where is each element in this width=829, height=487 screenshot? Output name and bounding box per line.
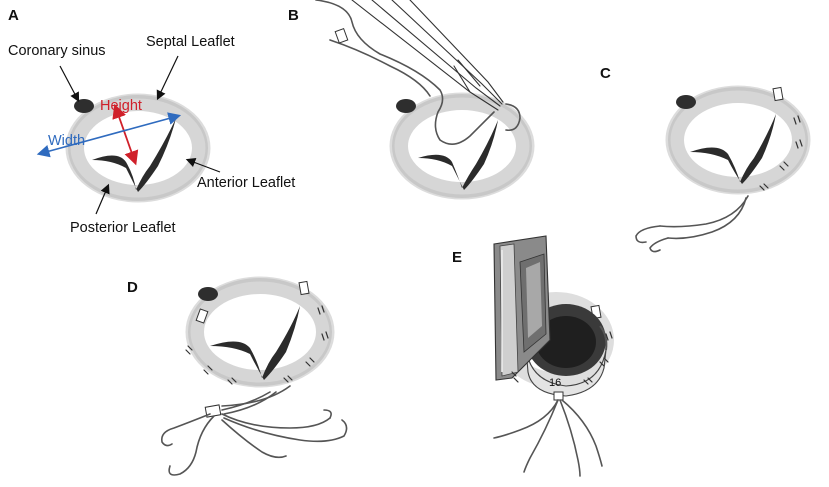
panel-d: D: [127, 276, 348, 476]
label-coronary-sinus: Coronary sinus: [8, 43, 106, 59]
valve-annulus-d: [185, 276, 335, 388]
label-height: Height: [100, 98, 142, 114]
sutures-e: [493, 331, 613, 477]
panel-label-a: A: [8, 7, 19, 24]
panel-label-e: E: [452, 249, 462, 266]
panel-c: C: [600, 65, 811, 253]
ring-size-label: 16: [549, 377, 561, 389]
label-septal-leaflet: Septal Leaflet: [146, 34, 235, 50]
sutures-d: [160, 305, 348, 476]
sutures-c: [635, 115, 803, 253]
width-arrow: [36, 112, 182, 158]
panel-b: B: [288, 0, 535, 200]
sizer-handle: [493, 235, 551, 381]
valve-annulus-b: [389, 92, 535, 200]
panel-label-d: D: [127, 279, 138, 296]
label-posterior-leaflet: Posterior Leaflet: [70, 220, 176, 236]
suture-b: [315, 0, 521, 145]
needle-holder-b: [351, 0, 504, 111]
panel-label-c: C: [600, 65, 611, 82]
label-width: Width: [48, 133, 85, 149]
panel-label-b: B: [288, 7, 299, 24]
coronary-sinus-shape: [74, 99, 94, 113]
valve-annulus-c: [665, 85, 811, 195]
panel-e: E 16: [452, 235, 614, 477]
panel-a: A Coronary sinus Septal Leaflet Height W…: [8, 7, 295, 236]
label-anterior-leaflet: Anterior Leaflet: [197, 175, 295, 191]
height-arrow: [112, 103, 139, 166]
